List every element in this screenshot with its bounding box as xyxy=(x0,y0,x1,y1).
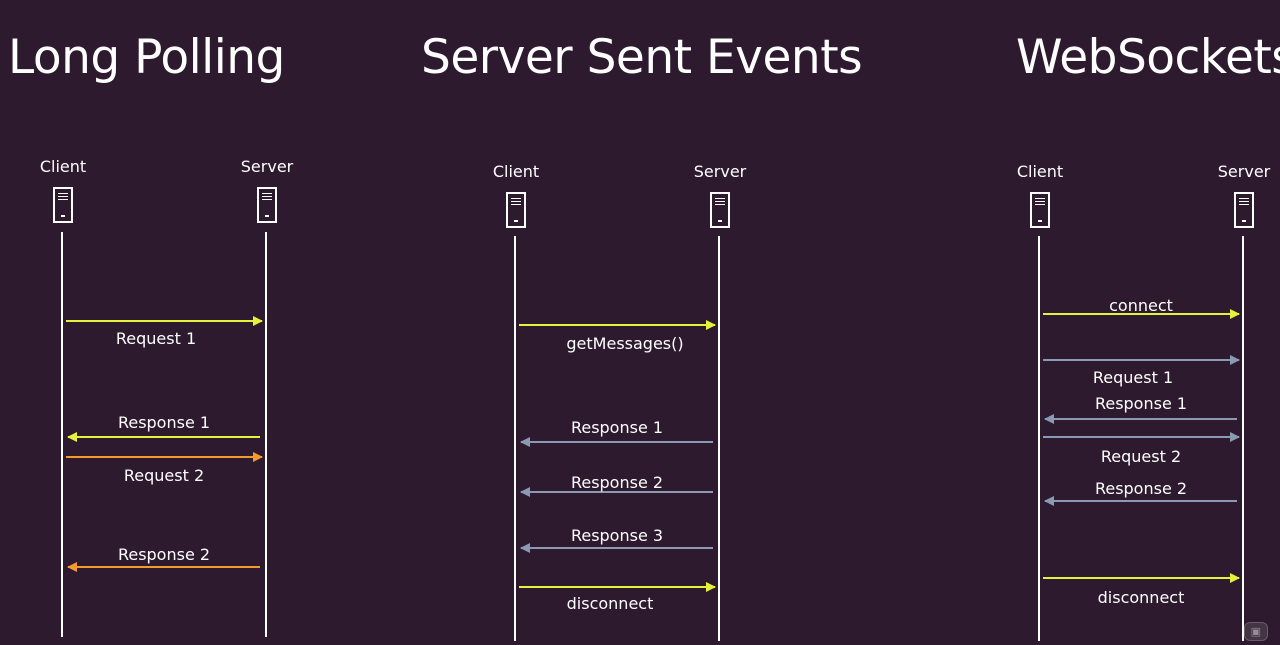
lp-server-server-icon xyxy=(257,187,277,223)
lp-client-label: Client xyxy=(39,157,87,176)
ws-msg-label: Response 2 xyxy=(1094,479,1188,498)
title-long-polling: Long Polling xyxy=(8,30,285,85)
sse-server-server-icon xyxy=(710,192,730,228)
ws-server-label: Server xyxy=(1217,162,1271,181)
sse-msg-label: disconnect xyxy=(566,594,654,613)
sse-server-label: Server xyxy=(693,162,747,181)
ws-msg-label: disconnect xyxy=(1097,588,1185,607)
ws-server-server-icon xyxy=(1234,192,1254,228)
lp-client-server-icon xyxy=(53,187,73,223)
ws-msg-label: Response 1 xyxy=(1094,394,1188,413)
ws-client-server-icon xyxy=(1030,192,1050,228)
lp-msg-label: Response 1 xyxy=(117,413,211,432)
sse-client-label: Client xyxy=(492,162,540,181)
ws-msg-label: Request 1 xyxy=(1092,368,1174,387)
sse-msg-label: Response 1 xyxy=(570,418,664,437)
ws-client-label: Client xyxy=(1016,162,1064,181)
sse-msg-label: Response 2 xyxy=(570,473,664,492)
lp-msg-label: Request 1 xyxy=(115,329,197,348)
sse-client-server-icon xyxy=(506,192,526,228)
title-websockets: WebSockets xyxy=(1016,30,1280,85)
ws-msg-label: connect xyxy=(1109,296,1173,315)
lp-server-label: Server xyxy=(240,157,294,176)
title-server-sent-events: Server Sent Events xyxy=(421,30,863,85)
watermark-logo: ▣ xyxy=(1243,622,1268,641)
ws-msg-label: Request 2 xyxy=(1100,447,1182,466)
sse-msg-label: getMessages() xyxy=(566,334,684,353)
lp-msg-label: Response 2 xyxy=(117,545,211,564)
sse-msg-label: Response 3 xyxy=(570,526,664,545)
lp-msg-label: Request 2 xyxy=(123,466,205,485)
